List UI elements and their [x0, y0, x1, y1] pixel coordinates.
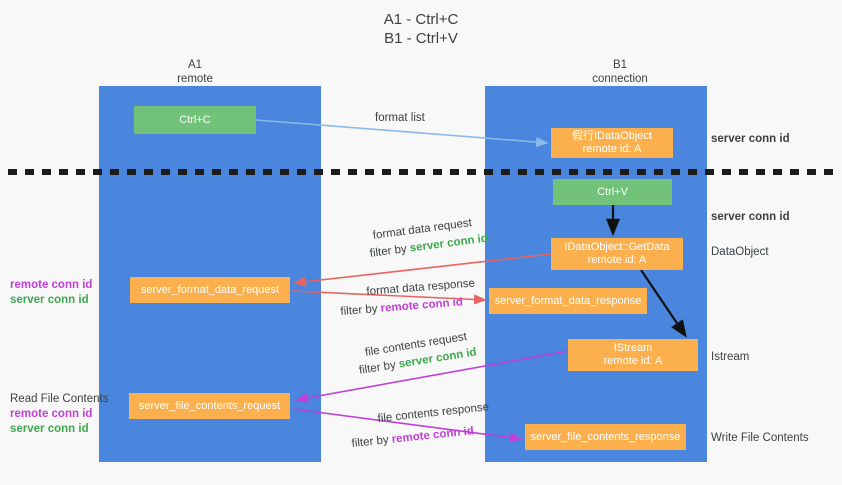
filter-prefix: filter by [351, 433, 393, 450]
node-ctrl-c[interactable]: Ctrl+C [134, 106, 256, 134]
edge-label-file-contents-response: file contents response [377, 401, 490, 425]
node-fake-idataobject-label: 假行IDataObject [571, 130, 653, 142]
annotation-format-remote-conn-id: remote conn id [10, 279, 93, 291]
node-getdata-label: IDataObject::GetData [564, 241, 670, 253]
annotation-format-conn-ids: remote conn id server conn id [10, 278, 92, 308]
lane-header-b1: B1 connection [545, 58, 695, 86]
annotation-read-file-contents-block: Read File Contents remote conn id server… [10, 392, 108, 437]
node-server-file-contents-request[interactable]: server_file_contents_request [129, 393, 290, 419]
node-fake-idataobject-sub: remote id: A [582, 143, 642, 155]
page-title: A1 - Ctrl+C B1 - Ctrl+V [0, 10, 842, 48]
edge-label-format-data-response-filter: filter by remote conn id [340, 295, 463, 319]
title-line-1: A1 - Ctrl+C [383, 11, 459, 28]
node-server-format-data-request-label: server_format_data_request [140, 283, 280, 296]
node-ctrl-c-label: Ctrl+C [179, 113, 211, 126]
annotation-istream: Istream [711, 351, 750, 363]
filter-prefix: filter by [369, 242, 411, 260]
node-istream-sub: remote id: A [603, 355, 663, 367]
node-server-format-data-response-label: server_format_data_response [494, 294, 642, 307]
annotation-write-file-contents: Write File Contents [711, 432, 809, 444]
node-ctrl-v[interactable]: Ctrl+V [553, 179, 672, 205]
lane-header-a1-name: A1 [187, 59, 203, 71]
annotation-file-server-conn-id: server conn id [10, 423, 89, 435]
annotation-server-conn-id-top: server conn id [711, 133, 790, 145]
node-server-format-data-request[interactable]: server_format_data_request [130, 277, 290, 303]
node-istream[interactable]: IStream remote id: A [568, 339, 698, 371]
lane-header-b1-sub: connection [592, 73, 648, 85]
filter-prefix: filter by [358, 358, 400, 377]
annotation-format-server-conn-id: server conn id [10, 294, 89, 306]
node-server-file-contents-request-label: server_file_contents_request [138, 399, 281, 412]
annotation-server-conn-id-mid: server conn id [711, 211, 790, 223]
phase-divider [8, 169, 834, 175]
edge-label-format-list: format list [375, 112, 425, 124]
edge-label-file-contents-response-filter: filter by remote conn id [351, 424, 474, 451]
annotation-read-file-contents-heading: Read File Contents [10, 393, 109, 405]
filter-key-remote-conn-id: remote conn id [380, 296, 464, 315]
lane-header-a1: A1 remote [120, 58, 270, 86]
lane-header-b1-name: B1 [612, 59, 628, 71]
node-server-file-contents-response-label: server_file_contents_response [530, 430, 681, 443]
node-ctrl-v-label: Ctrl+V [597, 185, 628, 198]
annotation-dataobject: DataObject [711, 246, 769, 258]
node-getdata-sub: remote id: A [587, 254, 647, 266]
node-server-format-data-response[interactable]: server_format_data_response [489, 288, 647, 314]
filter-key-remote-conn-id: remote conn id [391, 425, 475, 446]
node-fake-idataobject[interactable]: 假行IDataObject remote id: A [551, 128, 673, 158]
node-istream-label: IStream [613, 342, 653, 354]
title-line-2: B1 - Ctrl+V [384, 30, 458, 47]
node-getdata[interactable]: IDataObject::GetData remote id: A [551, 238, 683, 270]
node-server-file-contents-response[interactable]: server_file_contents_response [525, 424, 686, 450]
filter-prefix: filter by [340, 302, 382, 318]
annotation-file-remote-conn-id: remote conn id [10, 408, 93, 420]
lane-header-a1-sub: remote [177, 73, 213, 85]
